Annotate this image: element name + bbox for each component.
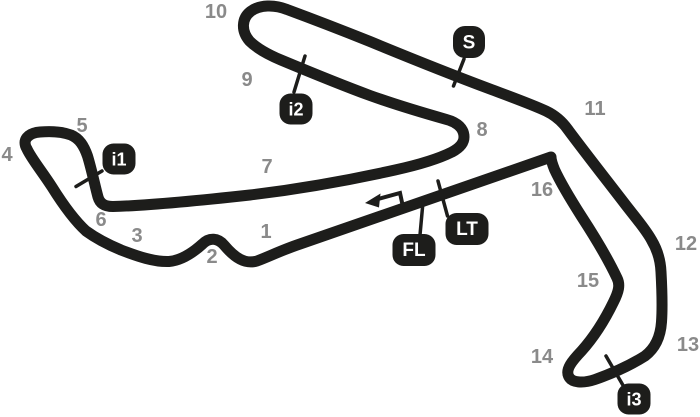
corner-label-13: 13 (677, 334, 699, 356)
corner-label-2: 2 (206, 246, 217, 268)
i3-tick (604, 354, 626, 389)
lt-tick (436, 179, 450, 218)
intermediate-1-badge (102, 143, 136, 175)
corner-label-7: 7 (261, 156, 272, 178)
corner-label-15: 15 (577, 270, 599, 292)
corner-label-1: 1 (260, 221, 271, 243)
corner-label-4: 4 (1, 144, 13, 166)
corner-label-10: 10 (205, 1, 227, 23)
start-badge (453, 26, 485, 58)
track-outline (19, 0, 668, 388)
intermediate-2-badge (279, 93, 313, 125)
lt-badge (445, 213, 489, 245)
corner-label-12: 12 (675, 233, 697, 255)
corner-label-5: 5 (76, 115, 87, 137)
lt-badge-label: LT (456, 219, 478, 240)
start-marker: S (453, 26, 485, 58)
corner-label-6: 6 (95, 209, 106, 231)
fl-badge-label: FL (402, 240, 426, 261)
fl-marker: FL (392, 234, 436, 266)
fl-badge (392, 234, 436, 266)
direction-arrow-icon (365, 190, 405, 208)
corner-label-8: 8 (476, 119, 487, 141)
intermediate-3-marker: i3 (617, 383, 651, 415)
i2-tick (292, 54, 307, 94)
start-badge-label: S (463, 33, 476, 54)
corner-label-9: 9 (241, 69, 252, 91)
intermediate-3-badge (617, 383, 651, 415)
lt-marker: LT (445, 213, 489, 245)
corner-label-11: 11 (584, 98, 605, 120)
corner-label-14: 14 (531, 346, 554, 368)
corner-label-3: 3 (131, 225, 142, 247)
intermediate-2-marker: i2 (279, 93, 313, 125)
intermediate-1-badge-label: i1 (111, 150, 126, 170)
intermediate-1-marker: i1 (102, 143, 136, 175)
intermediate-2-badge-label: i2 (288, 100, 303, 120)
start-tick (451, 57, 466, 88)
corner-label-16: 16 (531, 179, 553, 201)
intermediate-3-badge-label: i3 (626, 390, 641, 410)
i1-tick (74, 169, 104, 189)
fl-tick (418, 200, 425, 237)
